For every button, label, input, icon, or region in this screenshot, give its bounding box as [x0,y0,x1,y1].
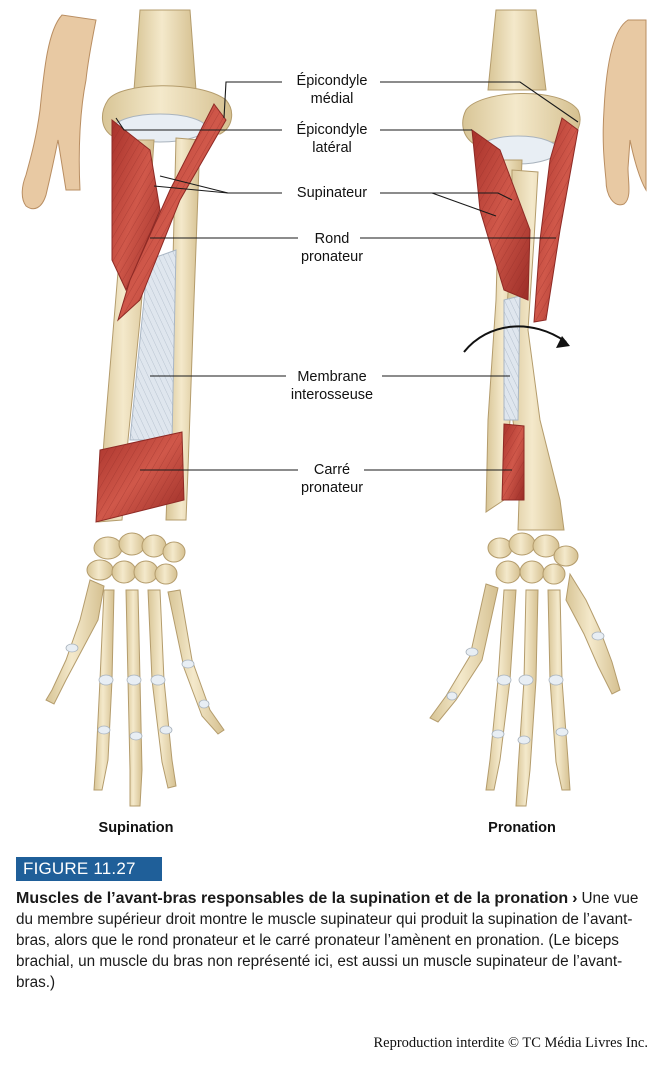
label-pronator-quadratus-line1: Carré [313,462,351,478]
thumbnail-supination-arm [21,14,97,210]
view-title-supination: Supination [98,820,174,836]
label-interosseous-membrane-line1: Membrane [297,369,367,385]
label-pronator-quadratus: Carré pronateur [270,461,394,497]
anatomy-illustration [21,9,647,807]
label-epicondyle-medial-line2: médial [310,91,354,107]
label-supinator: Supinateur [296,185,368,201]
figure-number-badge: FIGURE 11.27 [16,857,162,881]
caption-body: Une vue du membre supérieur droit montre… [16,890,639,991]
label-pronator-teres-line2: pronateur [300,249,364,265]
label-epicondyle-lateral: Épicondyle latéral [270,121,394,157]
figure-caption: Muscles de l’avant-bras responsables de … [16,888,656,993]
label-pronator-teres-line1: Rond [314,231,350,247]
label-epicondyle-medial-line1: Épicondyle [296,73,368,89]
view-title-pronation: Pronation [488,820,556,836]
leader-lines [115,81,579,471]
label-epicondyle-medial: Épicondyle médial [270,72,394,108]
label-epicondyle-lateral-line1: Épicondyle [296,122,368,138]
label-epicondyle-lateral-line2: latéral [312,140,352,156]
label-pronator-quadratus-line2: pronateur [300,480,364,496]
label-pronator-teres: Rond pronateur [270,230,394,266]
supination-forearm [45,9,233,807]
caption-title: Muscles de l’avant-bras responsables de … [16,890,569,907]
thumbnail-pronation-arm [602,19,647,206]
caption-arrow-icon: › [572,890,578,907]
label-interosseous-membrane-line2: interosseuse [290,387,374,403]
label-interosseous-membrane: Membrane interosseuse [270,368,394,404]
pronation-forearm [429,9,621,807]
copyright-notice: Reproduction interdite © TC Média Livres… [373,1035,648,1051]
